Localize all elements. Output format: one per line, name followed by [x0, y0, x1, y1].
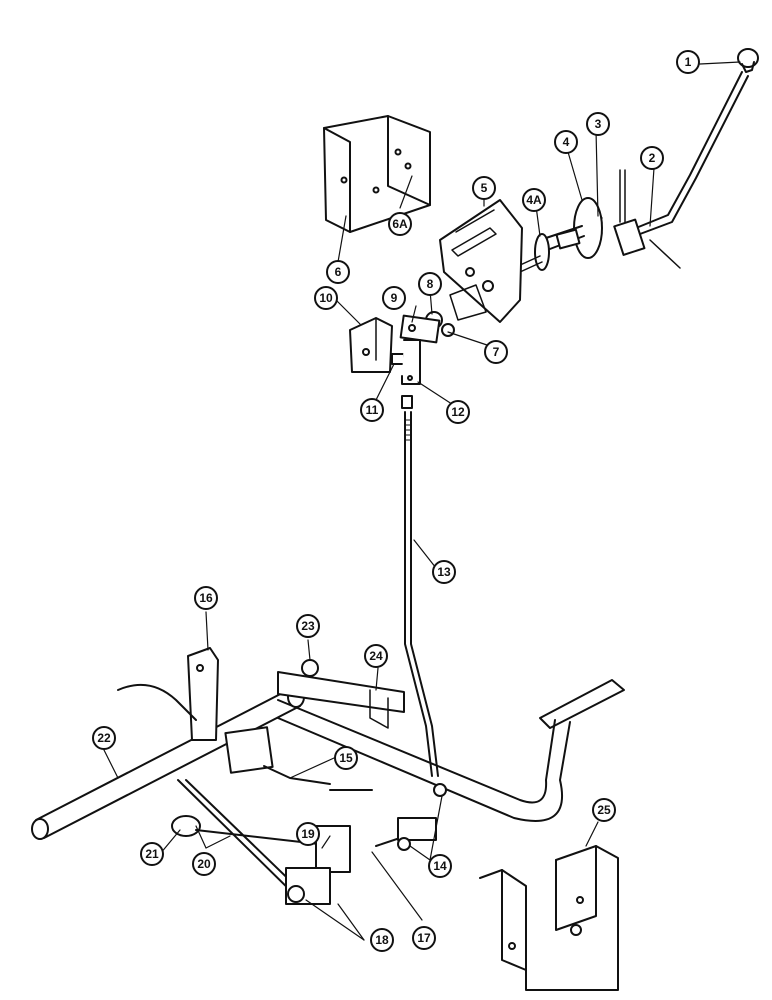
svg-text:8: 8	[427, 277, 434, 291]
callout-8: 8	[418, 272, 442, 296]
callout-22: 22	[92, 726, 116, 750]
svg-text:4: 4	[563, 135, 570, 149]
callout-19: 19	[296, 822, 320, 846]
svg-text:23: 23	[301, 619, 315, 633]
part-pedal-arm	[277, 679, 625, 822]
callout-20: 20	[192, 852, 216, 876]
callout-12: 12	[446, 400, 470, 424]
part-bracket-plate	[439, 199, 523, 323]
svg-text:22: 22	[97, 731, 111, 745]
part-nut-washer-plate	[399, 311, 455, 344]
callout-7: 7	[484, 340, 508, 364]
part-linkage-rod	[401, 395, 439, 777]
svg-text:15: 15	[339, 751, 353, 765]
callout-11: 11	[360, 398, 384, 422]
svg-text:14: 14	[433, 859, 447, 873]
svg-text:21: 21	[145, 847, 159, 861]
callout-2: 2	[640, 146, 664, 170]
part-disc-and-shaft	[517, 197, 603, 273]
svg-text:11: 11	[366, 403, 379, 417]
part-small-bracket	[349, 317, 393, 373]
svg-text:4A: 4A	[526, 193, 542, 207]
svg-text:25: 25	[597, 803, 611, 817]
callout-14: 14	[428, 854, 452, 878]
svg-text:24: 24	[369, 649, 383, 663]
svg-text:1: 1	[685, 55, 692, 69]
callout-4a: 4A	[522, 188, 546, 212]
callout-16: 16	[194, 586, 218, 610]
callout-24: 24	[364, 644, 388, 668]
svg-text:16: 16	[199, 591, 213, 605]
callout-21: 21	[140, 842, 164, 866]
svg-text:5: 5	[481, 181, 488, 195]
callout-10: 10	[314, 286, 338, 310]
callout-25: 25	[592, 798, 616, 822]
part-knob	[737, 48, 759, 73]
callout-9: 9	[382, 286, 406, 310]
callout-23: 23	[296, 614, 320, 638]
part-bolt-lbracket	[391, 339, 421, 385]
svg-text:13: 13	[437, 565, 451, 579]
callout-3: 3	[586, 112, 610, 136]
callout-13: 13	[432, 560, 456, 584]
callout-5: 5	[472, 176, 496, 200]
callout-4: 4	[554, 130, 578, 154]
part-lower-linkage	[171, 726, 447, 905]
svg-text:18: 18	[375, 933, 389, 947]
leader-lines	[103, 61, 741, 941]
callout-18: 18	[370, 928, 394, 952]
callouts: 1 2 3 4 4A 5 6 6A 7 8 9 10 11 12 13 14 1…	[92, 50, 700, 952]
callout-6a: 6A	[388, 212, 412, 236]
svg-text:19: 19	[301, 827, 315, 841]
svg-text:3: 3	[595, 117, 602, 131]
svg-text:12: 12	[451, 405, 465, 419]
part-shift-lever	[613, 71, 749, 269]
part-u-bracket-top	[323, 115, 431, 233]
part-frame-rail	[277, 659, 405, 729]
callout-6: 6	[326, 260, 350, 284]
svg-text:6A: 6A	[392, 217, 408, 231]
part-upright-bracket	[117, 647, 219, 741]
svg-text:20: 20	[197, 857, 211, 871]
svg-text:10: 10	[319, 291, 333, 305]
svg-text:7: 7	[493, 345, 500, 359]
svg-text:6: 6	[335, 265, 342, 279]
callout-17: 17	[412, 926, 436, 950]
svg-text:9: 9	[391, 291, 398, 305]
callout-15: 15	[334, 746, 358, 770]
part-u-bracket-bottom	[479, 845, 619, 991]
svg-text:2: 2	[649, 151, 656, 165]
callout-1: 1	[676, 50, 700, 74]
svg-text:17: 17	[417, 931, 431, 945]
